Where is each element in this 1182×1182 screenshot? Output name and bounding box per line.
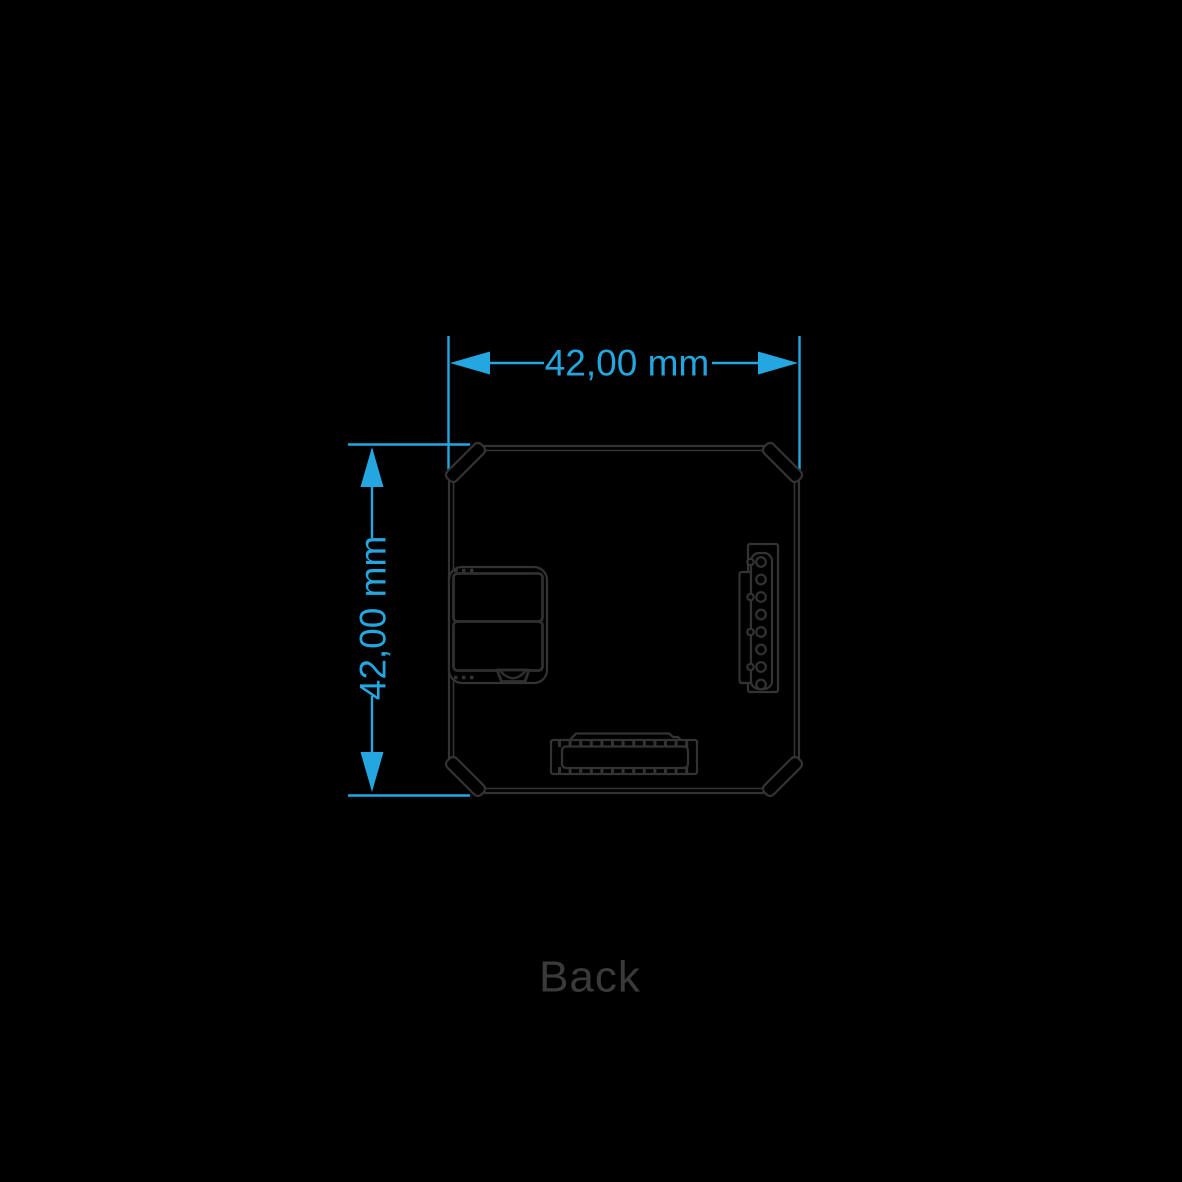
vertical-dimension: 42,00 mm — [348, 443, 470, 797]
connector-pin-hole — [755, 626, 767, 638]
pull-tab-notch — [499, 669, 527, 680]
corner-tab-top-right — [761, 441, 804, 484]
connector-pin-hole — [755, 556, 767, 568]
connector-pin-hole — [755, 643, 767, 656]
corner-tab-top-left — [444, 441, 487, 484]
connector-scallop — [746, 627, 755, 637]
dimension-arrow-left-icon — [450, 351, 490, 375]
view-label: Back — [539, 953, 641, 1002]
bottom-connector — [549, 732, 699, 776]
bus-terminal-gray-block — [452, 572, 544, 623]
dimension-arrow-right-icon — [758, 351, 798, 375]
side-connector — [738, 542, 780, 694]
connector-pin-hole — [755, 678, 767, 691]
connector-pin-hole — [755, 591, 767, 603]
width-dimension-label: 42,00 mm — [545, 343, 710, 384]
dimension-arrow-up-icon — [360, 447, 384, 487]
bus-terminal-pull-tab — [495, 668, 531, 683]
connector-pin-hole — [755, 573, 767, 586]
connector-scallop — [746, 592, 755, 602]
bus-terminal-red-block — [452, 620, 544, 672]
corner-tab-bottom-right — [761, 755, 804, 798]
connector-scallop — [746, 557, 755, 567]
connector-pin-hole — [755, 608, 767, 621]
connector-scallop — [746, 662, 755, 672]
bus-terminal — [447, 565, 549, 685]
bottom-connector-inner — [560, 745, 690, 770]
corner-tab-bottom-left — [444, 755, 487, 798]
dimension-arrow-down-icon — [360, 752, 384, 792]
height-dimension-label: 42,00 mm — [353, 536, 394, 701]
connector-pin-hole — [755, 661, 767, 673]
horizontal-dimension: 42,00 mm — [447, 336, 801, 474]
